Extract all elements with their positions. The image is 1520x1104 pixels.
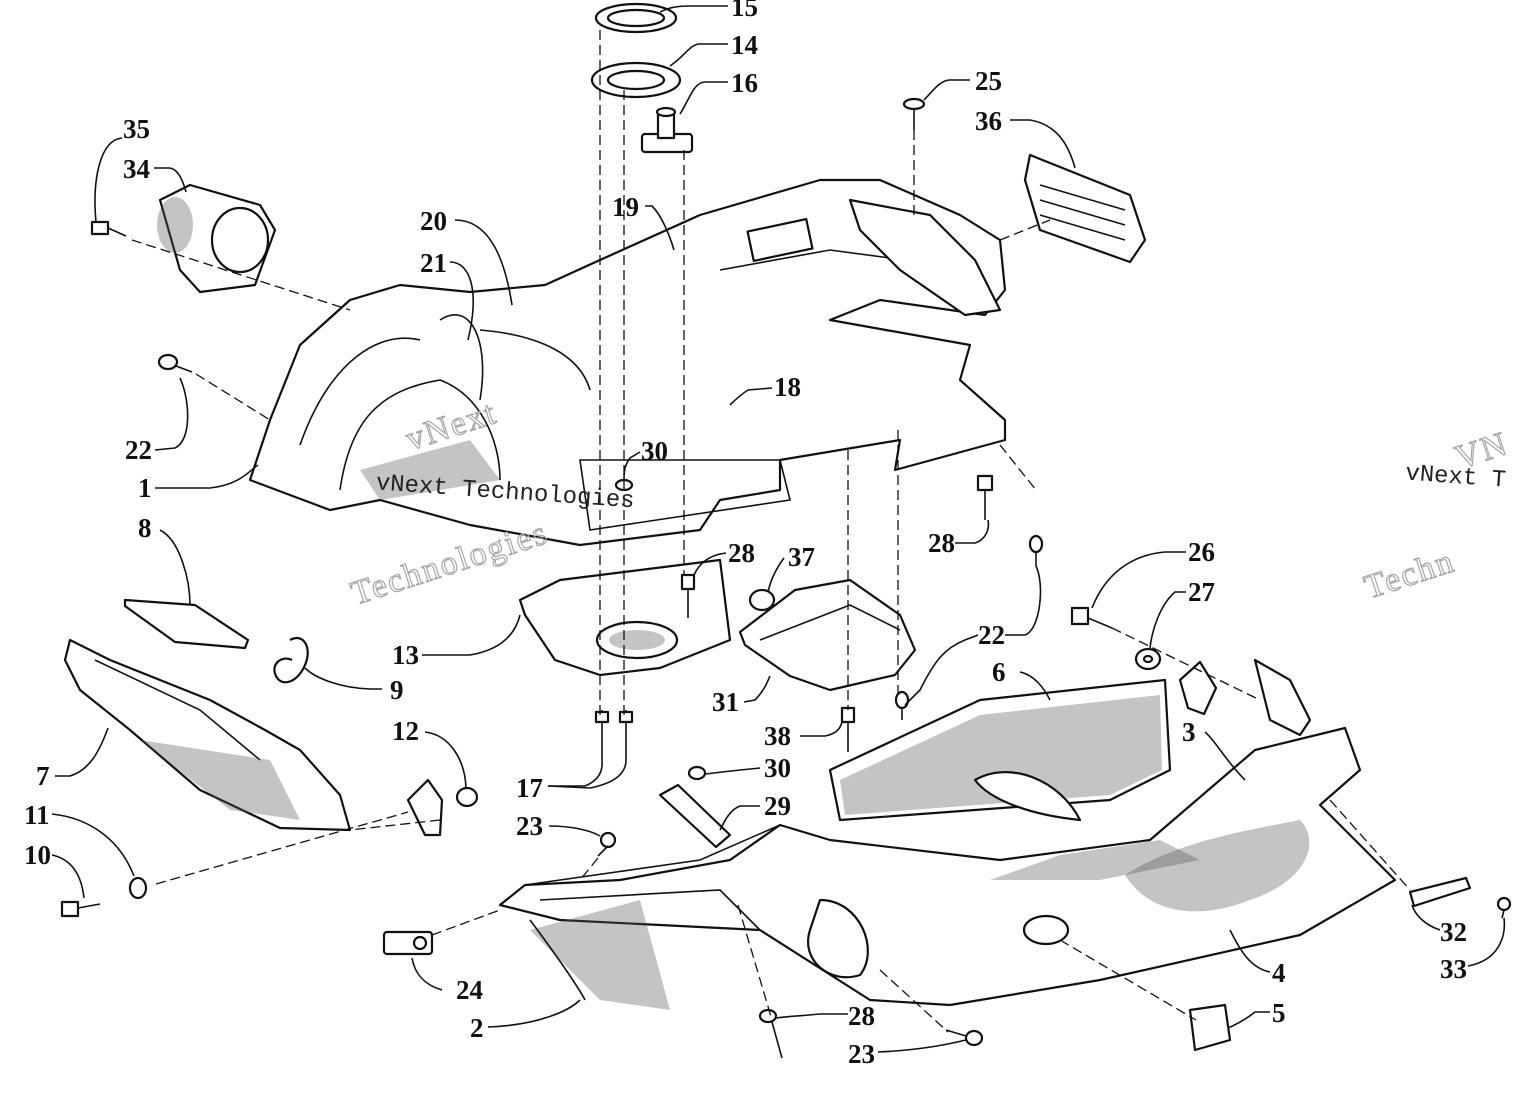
part-32-plate bbox=[1408, 876, 1472, 908]
callout-15: 15 bbox=[731, 0, 758, 22]
part-24-clip bbox=[382, 930, 434, 956]
callout-20: 20 bbox=[420, 206, 447, 236]
callout-4: 4 bbox=[1272, 958, 1286, 988]
callout-23-mid: 23 bbox=[516, 811, 543, 841]
callout-38: 38 bbox=[764, 721, 791, 751]
part-30-grommet-b bbox=[687, 765, 707, 781]
part-16-post bbox=[640, 106, 694, 154]
callout-10: 10 bbox=[24, 840, 51, 870]
callout-25: 25 bbox=[975, 66, 1002, 96]
part-plate-left bbox=[406, 778, 444, 837]
callout-35: 35 bbox=[123, 114, 150, 144]
callout-30-bottom: 30 bbox=[764, 753, 791, 783]
callout-36: 36 bbox=[975, 106, 1002, 136]
part-5-cap bbox=[1188, 1003, 1232, 1052]
callout-32: 32 bbox=[1440, 917, 1467, 947]
watermark-right-line2: Techn bbox=[1360, 543, 1459, 607]
part-31-tray bbox=[738, 578, 917, 692]
callout-12: 12 bbox=[392, 716, 419, 746]
part-33-screw bbox=[1496, 896, 1512, 919]
part-28-pin-a bbox=[680, 573, 696, 618]
callout-30-top: 30 bbox=[641, 436, 668, 466]
part-21-shroud bbox=[439, 314, 484, 401]
callout-8: 8 bbox=[138, 513, 152, 543]
part-37-nut bbox=[748, 588, 776, 612]
callout-11: 11 bbox=[24, 800, 50, 830]
part-11-washer bbox=[128, 876, 148, 900]
part-23-screw-a bbox=[597, 831, 617, 857]
callout-29: 29 bbox=[764, 791, 791, 821]
callouts: 15 14 16 25 36 35 34 20 19 21 18 22 1 30… bbox=[24, 0, 1467, 1069]
callout-23-bottom: 23 bbox=[848, 1039, 875, 1069]
callout-28-right: 28 bbox=[928, 528, 955, 558]
part-26-screw bbox=[1070, 606, 1113, 629]
callout-16: 16 bbox=[731, 68, 758, 98]
part-22-screw-a bbox=[157, 353, 193, 373]
part-28-pin-c bbox=[758, 1008, 783, 1059]
callout-28-bottom: 28 bbox=[848, 1001, 875, 1031]
part-29-bracket bbox=[658, 783, 732, 849]
part-2-side-panel bbox=[529, 919, 586, 1001]
callout-17: 17 bbox=[516, 773, 543, 803]
callout-1: 1 bbox=[138, 473, 152, 503]
callout-22-right: 22 bbox=[978, 620, 1005, 650]
callout-24: 24 bbox=[456, 975, 483, 1005]
callout-28-mid: 28 bbox=[728, 538, 755, 568]
part-plate-right bbox=[1178, 660, 1218, 716]
part-4-lower-body bbox=[498, 658, 1397, 1010]
callout-21: 21 bbox=[420, 248, 447, 278]
callout-7: 7 bbox=[36, 761, 50, 791]
part-23-screw-b bbox=[945, 1029, 984, 1047]
part-27-washer bbox=[1134, 647, 1162, 671]
part-13-lower-pan bbox=[518, 558, 732, 677]
part-25-screw bbox=[902, 97, 926, 130]
part-15-ring bbox=[594, 2, 678, 34]
callout-9: 9 bbox=[390, 675, 404, 705]
callout-6: 6 bbox=[992, 657, 1006, 687]
part-14-flange bbox=[590, 61, 682, 99]
callout-26: 26 bbox=[1188, 537, 1215, 567]
callout-33: 33 bbox=[1440, 954, 1467, 984]
leader-lines bbox=[51, 5, 1506, 1053]
part-28-pin-b bbox=[976, 474, 994, 520]
callout-31: 31 bbox=[712, 687, 739, 717]
callout-19: 19 bbox=[612, 192, 639, 222]
part-34-intake-boot bbox=[157, 183, 277, 294]
callout-2: 2 bbox=[470, 1013, 484, 1043]
callout-5: 5 bbox=[1272, 998, 1286, 1028]
callout-3: 3 bbox=[1182, 717, 1196, 747]
callout-34: 34 bbox=[123, 154, 150, 184]
part-8-pad bbox=[123, 598, 250, 650]
part-36-vent bbox=[1023, 153, 1147, 264]
callout-14: 14 bbox=[731, 30, 758, 60]
part-35-screw bbox=[90, 220, 127, 237]
callout-13: 13 bbox=[392, 640, 419, 670]
callout-37: 37 bbox=[788, 542, 815, 572]
part-17-pins bbox=[594, 710, 634, 760]
alignment-lines bbox=[131, 30, 1411, 1033]
part-10-screw bbox=[60, 900, 101, 918]
part-5-ring bbox=[1022, 914, 1070, 946]
part-20-belly-pan bbox=[248, 178, 1007, 547]
part-38-pin bbox=[840, 706, 856, 752]
part-6-mesh-panel bbox=[828, 678, 1172, 822]
callout-22-left: 22 bbox=[125, 435, 152, 465]
part-12-nut bbox=[455, 786, 479, 808]
callout-27: 27 bbox=[1188, 577, 1215, 607]
callout-18: 18 bbox=[774, 372, 801, 402]
part-7-bumper bbox=[63, 638, 352, 832]
part-9-clip bbox=[273, 637, 309, 684]
